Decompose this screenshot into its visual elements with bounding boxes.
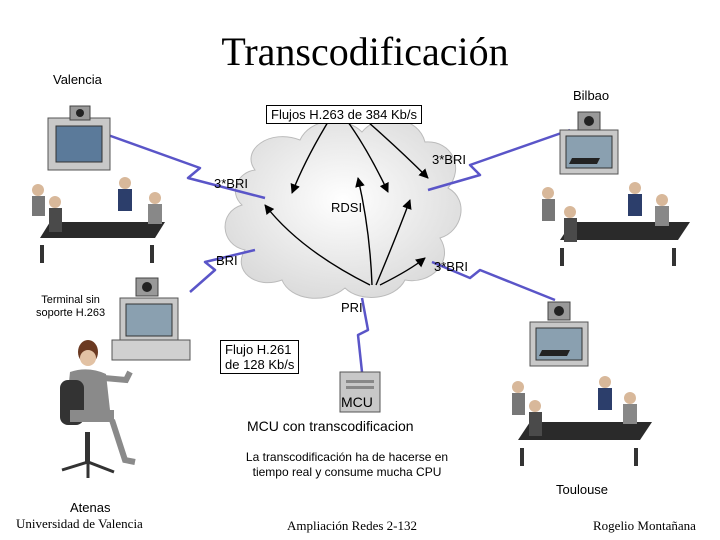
mcu-device bbox=[339, 371, 381, 413]
bilbao-meeting-group bbox=[542, 182, 690, 266]
bri-label-bilbao: 3*BRI bbox=[432, 152, 466, 167]
mcu-label: MCU bbox=[341, 394, 373, 410]
valencia-monitor bbox=[47, 105, 111, 171]
pri-label: PRI bbox=[341, 300, 363, 315]
valencia-meeting-group bbox=[32, 177, 165, 263]
terminal-label: Terminal sin soporte H.263 bbox=[36, 294, 105, 320]
flujos-h263-box: Flujos H.263 de 384 Kb/s bbox=[266, 105, 422, 124]
site-label-toulouse: Toulouse bbox=[556, 482, 609, 497]
toulouse-meeting-group bbox=[512, 376, 652, 466]
terminal-label-line1: Terminal sin bbox=[41, 294, 100, 306]
flujo-h261-box: Flujo H.261 de 128 Kb/s bbox=[220, 340, 300, 374]
network-links bbox=[107, 128, 571, 373]
site-label-valencia: Valencia bbox=[53, 72, 102, 87]
flow-arrows bbox=[264, 121, 429, 286]
note-line2: tiempo real y consume mucha CPU bbox=[252, 465, 442, 479]
bri-label-terminal: BRI bbox=[216, 253, 238, 268]
link-bilbao bbox=[427, 128, 571, 192]
cloud-label-rdsi: RDSI bbox=[331, 200, 363, 215]
note-line1: La transcodificación ha de hacerse en bbox=[245, 450, 449, 464]
terminal-monitor bbox=[111, 277, 191, 361]
footer-right: Rogelio Montañana bbox=[593, 518, 696, 533]
footer-left: Universidad de Valencia bbox=[16, 516, 143, 531]
bilbao-monitor bbox=[559, 111, 619, 175]
mcu-caption: MCU con transcodificacion bbox=[247, 418, 414, 434]
terminal-label-line2: soporte H.263 bbox=[36, 307, 106, 319]
bri-label-toulouse: 3*BRI bbox=[434, 259, 468, 274]
link-valencia bbox=[107, 133, 266, 200]
link-terminal bbox=[189, 248, 256, 293]
note-text: La transcodificación ha de hacerse en ti… bbox=[222, 450, 472, 480]
page-title: Transcodificación bbox=[221, 29, 509, 74]
site-label-bilbao: Bilbao bbox=[573, 88, 610, 103]
site-label-atenas: Atenas bbox=[70, 500, 111, 515]
link-pri bbox=[356, 297, 370, 373]
link-toulouse bbox=[431, 260, 556, 302]
atenas-person bbox=[60, 340, 136, 478]
flujo-h261-line2: de 128 Kb/s bbox=[225, 357, 295, 372]
flujo-h261-line1: Flujo H.261 bbox=[225, 342, 292, 357]
footer-center: Ampliación Redes 2-132 bbox=[287, 518, 417, 533]
toulouse-monitor bbox=[529, 301, 589, 367]
bri-label-valencia: 3*BRI bbox=[214, 176, 248, 191]
